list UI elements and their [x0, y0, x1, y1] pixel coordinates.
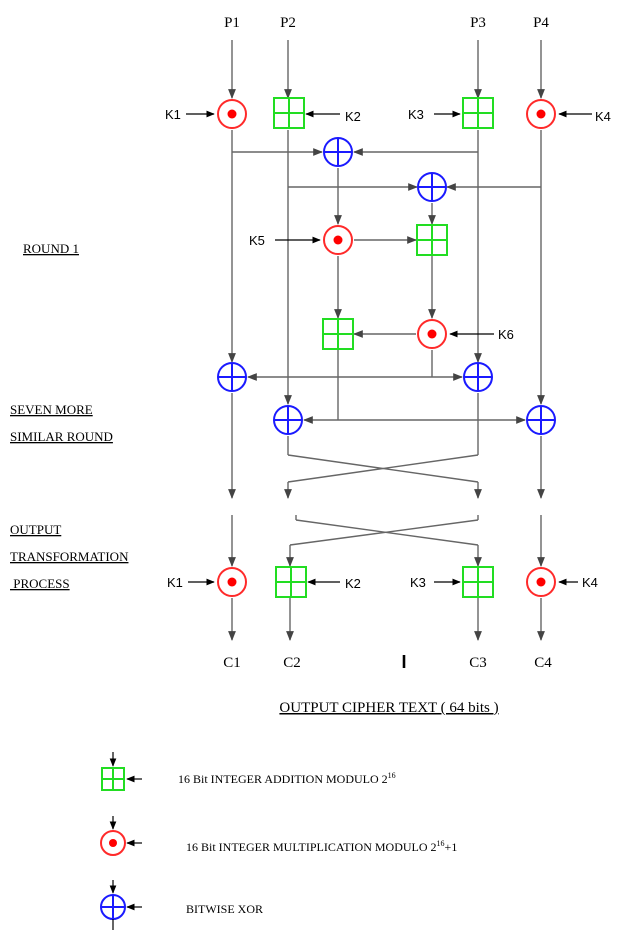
output-label-c4: C4	[534, 655, 552, 671]
input-label-p2: P2	[280, 15, 296, 31]
key-label-output-k3: K3	[410, 575, 426, 590]
xor-icon	[417, 172, 447, 202]
multiplication-icon	[526, 567, 556, 597]
legend-xor-text: BITWISE XOR	[186, 902, 263, 916]
key-label-k6: K6	[498, 327, 514, 342]
xor-icon	[526, 405, 556, 435]
addition-icon	[275, 566, 307, 598]
key-label-k1: K1	[165, 107, 181, 122]
multiplication-icon	[417, 319, 447, 349]
multiplication-icon	[217, 567, 247, 597]
xor-icon	[217, 362, 247, 392]
xor-icon	[273, 405, 303, 435]
input-label-p1: P1	[224, 15, 240, 31]
key-label-output-k2: K2	[345, 576, 361, 591]
xor-icon	[463, 362, 493, 392]
legend-addition-text: 16 Bit INTEGER ADDITION MODULO 216	[178, 771, 396, 786]
similar-round-label: SIMILAR ROUND	[10, 429, 113, 444]
key-label-output-k1: K1	[167, 575, 183, 590]
key-arrows	[186, 110, 592, 586]
output-label-c3: C3	[469, 655, 487, 671]
text-cursor-mark: I	[401, 652, 406, 672]
addition-icon	[273, 97, 305, 129]
addition-icon	[462, 97, 494, 129]
key-label-k2: K2	[345, 109, 361, 124]
output-label: OUTPUT	[10, 522, 61, 537]
multiplication-icon	[323, 225, 353, 255]
output-cipher-caption: OUTPUT CIPHER TEXT ( 64 bits )	[279, 700, 498, 716]
input-label-p4: P4	[533, 15, 549, 31]
addition-icon	[322, 318, 354, 350]
seven-more-label: SEVEN MORE	[10, 402, 93, 417]
multiplication-icon	[526, 99, 556, 129]
key-label-k3: K3	[408, 107, 424, 122]
output-label-c2: C2	[283, 655, 301, 671]
input-label-p3: P3	[470, 15, 486, 31]
round-1-label: ROUND 1	[23, 241, 79, 256]
transformation-label: TRANSFORMATION	[10, 549, 129, 564]
multiplication-icon	[217, 99, 247, 129]
legend-addition: 16 Bit INTEGER ADDITION MODULO 216	[101, 752, 396, 791]
legend-xor: BITWISE XOR	[100, 880, 263, 930]
key-label-output-k4: K4	[582, 575, 598, 590]
key-label-k5: K5	[249, 233, 265, 248]
legend-multiplication-text: 16 Bit INTEGER MULTIPLICATION MODULO 216…	[186, 839, 457, 854]
xor-icon	[323, 137, 353, 167]
round-1-wires	[228, 40, 545, 499]
addition-icon	[416, 224, 448, 256]
addition-icon	[462, 566, 494, 598]
process-label: PROCESS	[10, 576, 70, 591]
key-label-k4: K4	[595, 109, 611, 124]
legend-multiplication: 16 Bit INTEGER MULTIPLICATION MODULO 216…	[100, 816, 457, 856]
output-label-c1: C1	[223, 655, 241, 671]
output-transformation-wires	[228, 515, 545, 641]
